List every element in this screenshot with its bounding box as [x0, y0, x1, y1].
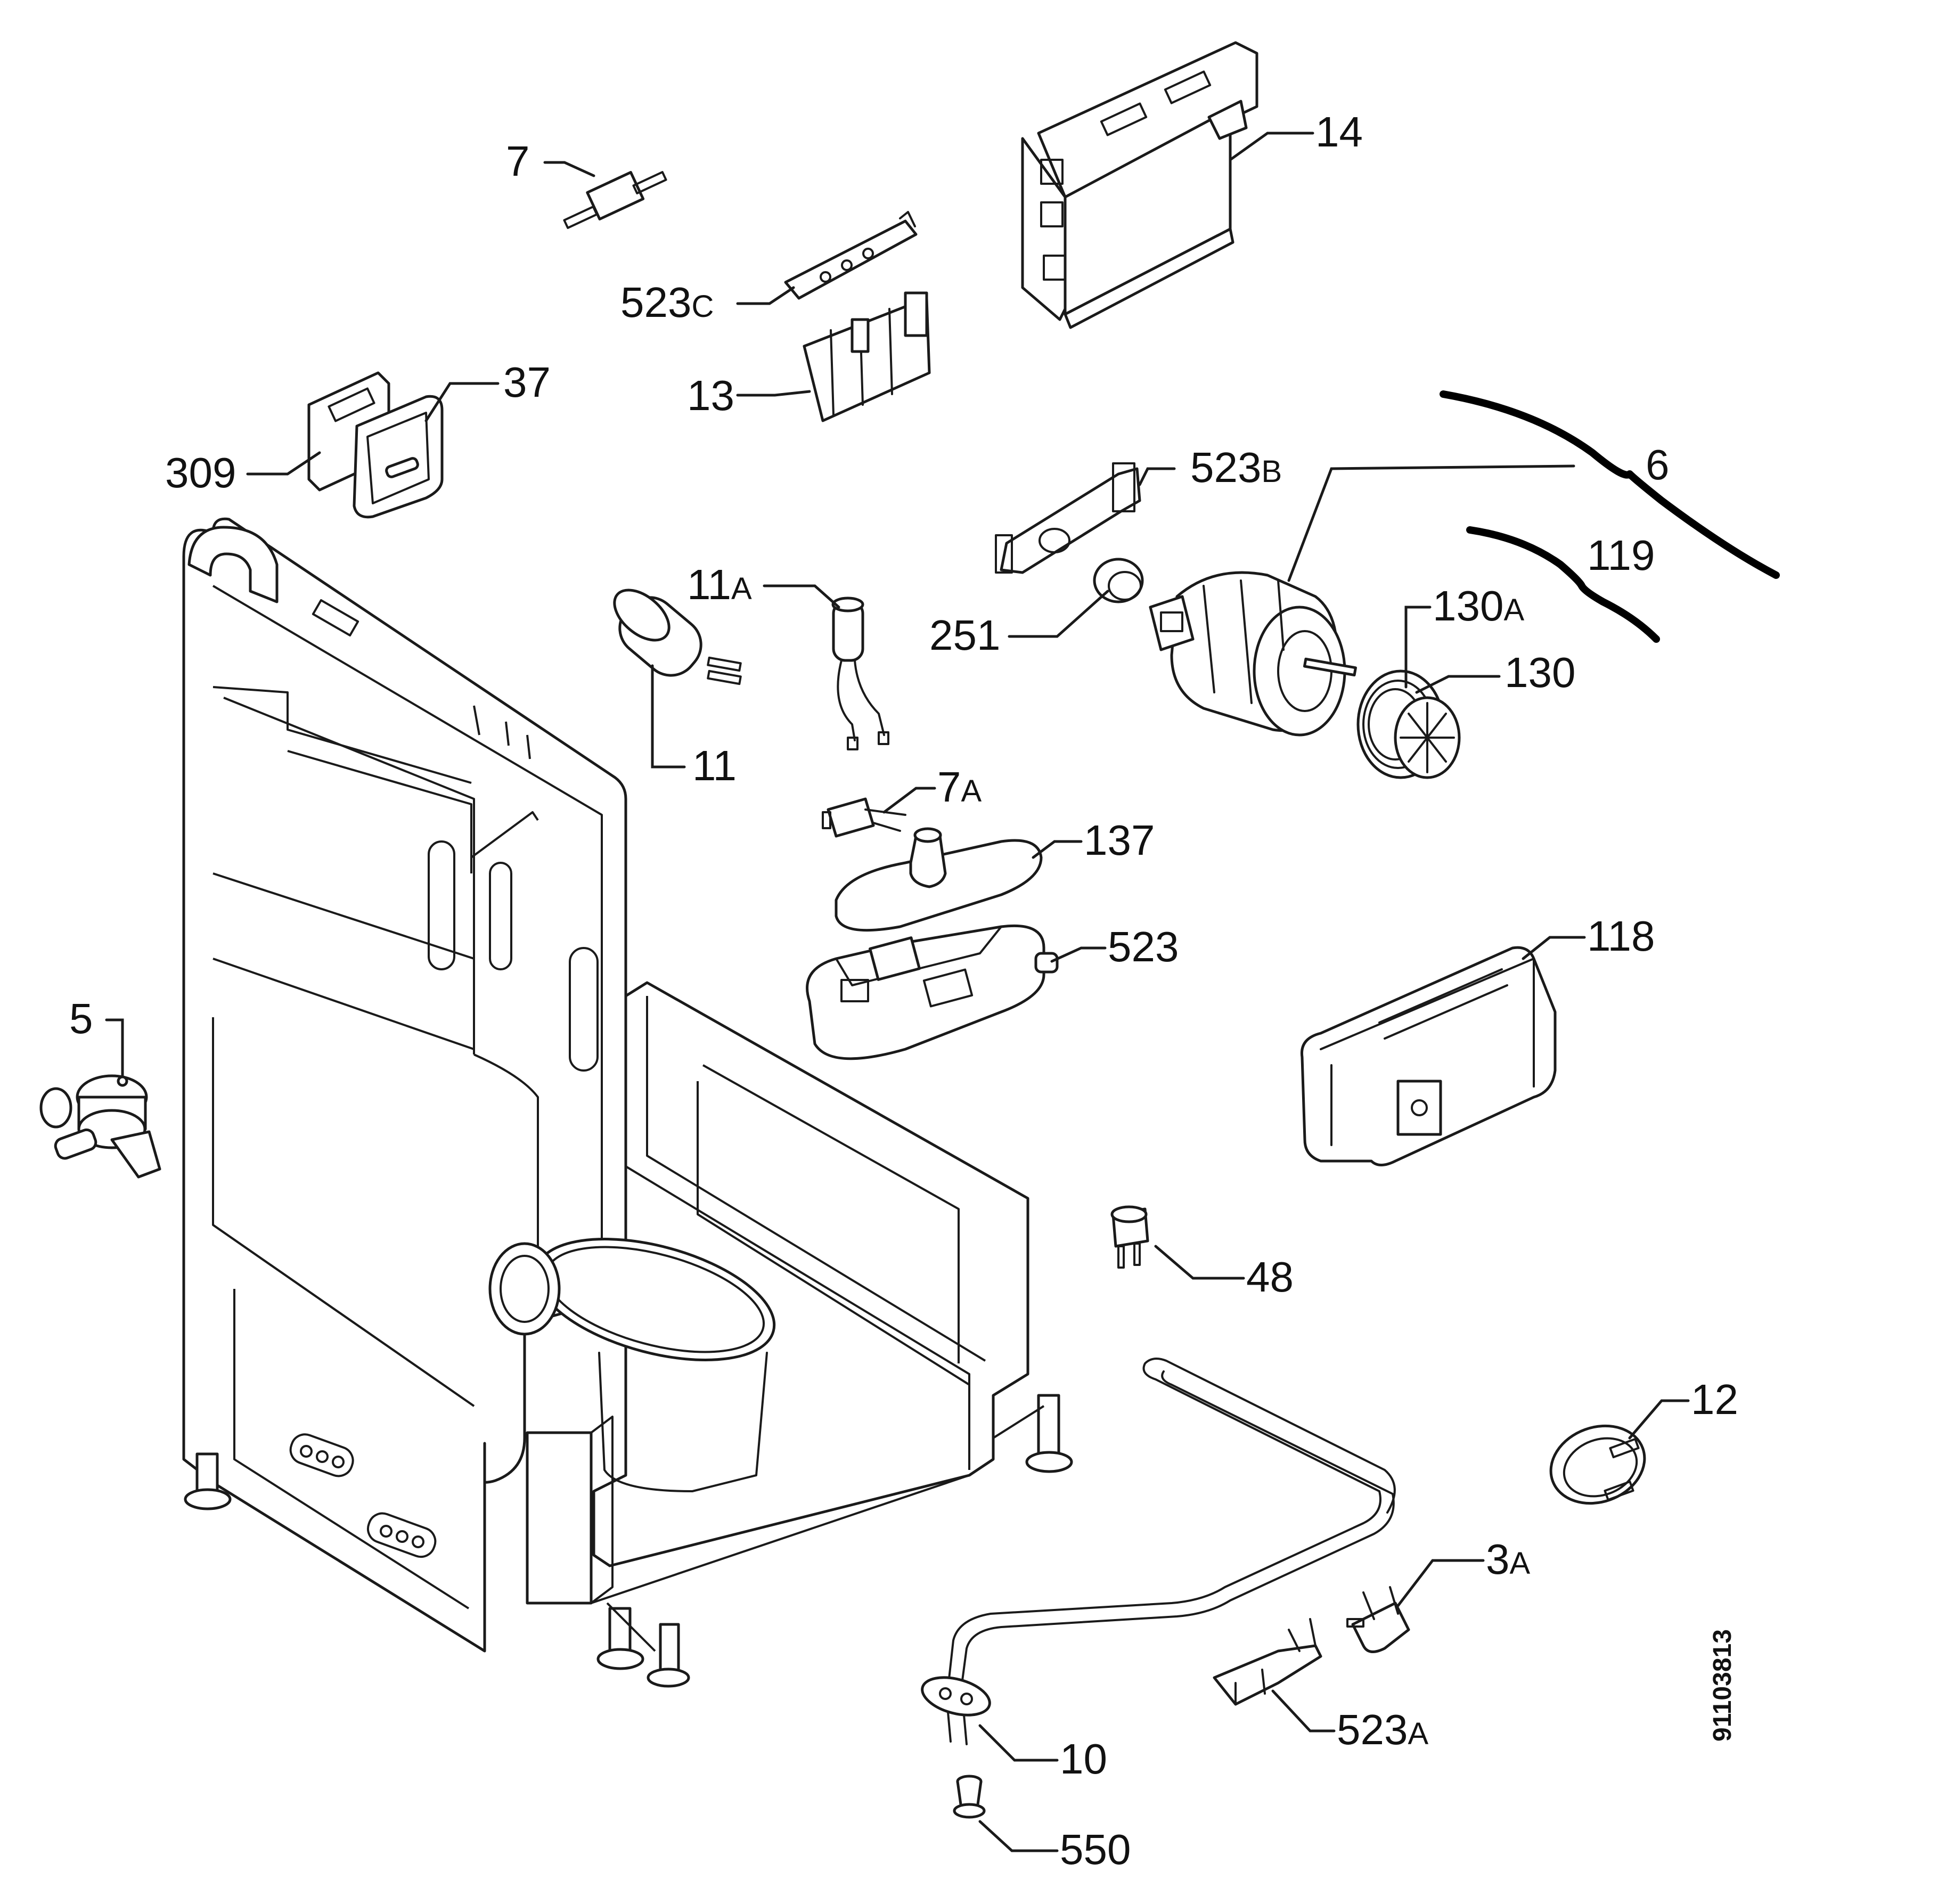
label-5: 5 [69, 995, 93, 1042]
part-37-selector-switch [353, 395, 444, 519]
label-137: 137 [1084, 816, 1155, 864]
brace-6 [1440, 390, 1780, 579]
part-14-control-board [1021, 41, 1258, 329]
part-48-sensor [1110, 1205, 1149, 1269]
part-130-impeller [1356, 669, 1461, 779]
part-13-terminal-block [803, 291, 931, 422]
part-10-heating-element [921, 1358, 1396, 1745]
part-11-capacitor [613, 589, 742, 685]
part-523b-bracket [995, 462, 1141, 574]
part-523a-bracket [1213, 1618, 1322, 1706]
label-37: 37 [503, 358, 551, 406]
label-118: 118 [1587, 912, 1655, 960]
label-13: 13 [687, 372, 734, 419]
leader-lines [105, 132, 1690, 1852]
label-251: 251 [929, 611, 1000, 659]
brace-119 [1466, 526, 1660, 643]
part-137-float [835, 827, 1043, 932]
part-523c-bracket [784, 211, 918, 300]
label-119: 119 [1587, 532, 1655, 579]
label-523a: 523A [1337, 1706, 1428, 1753]
label-130: 130 [1505, 649, 1575, 696]
label-7: 7 [506, 137, 530, 185]
label-6: 6 [1646, 441, 1670, 488]
label-10: 10 [1060, 1735, 1107, 1783]
label-14: 14 [1315, 108, 1363, 156]
part-7-thermal-fuse [563, 171, 667, 229]
label-11a: 11A [687, 561, 752, 608]
label-523b: 523B [1190, 444, 1282, 491]
label-48: 48 [1246, 1253, 1294, 1301]
document-number: 91103813 [1708, 1629, 1737, 1742]
label-11: 11 [692, 742, 737, 789]
label-550: 550 [1060, 1826, 1131, 1873]
part-550-nut [953, 1775, 986, 1819]
label-130a: 130A [1433, 582, 1524, 630]
label-7a: 7A [937, 763, 982, 811]
part-12-thermostat [1549, 1424, 1646, 1505]
label-523: 523 [1108, 923, 1179, 970]
dishwasher-base-frame [182, 517, 1073, 1688]
part-11a-suppressor [831, 596, 889, 750]
part-118-detergent-dispenser [1300, 946, 1557, 1166]
part-5-inlet-valve [39, 1074, 161, 1179]
part-3a-clip [1346, 1586, 1410, 1653]
label-12: 12 [1691, 1376, 1738, 1423]
label-309: 309 [165, 449, 236, 496]
part-7a-switch [822, 797, 906, 838]
part-523-float-housing [806, 924, 1059, 1060]
label-3a: 3A [1486, 1535, 1531, 1583]
label-523c: 523C [620, 279, 714, 326]
part-6-circulation-pump-motor [1149, 571, 1357, 737]
labels: 7 523C 13 14 37 309 523B 6 119 11A 251 1… [69, 108, 1738, 1873]
